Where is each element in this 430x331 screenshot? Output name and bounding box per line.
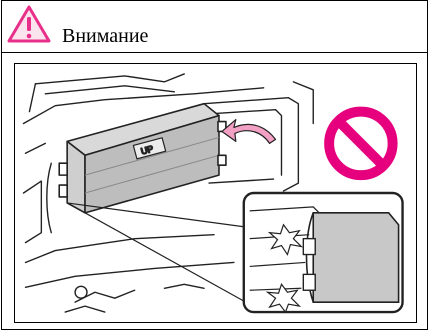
filter-installation-drawing: UP	[15, 64, 416, 322]
insert-direction-arrow	[222, 120, 276, 144]
cabin-filter: UP	[59, 104, 226, 213]
notice-header: Внимание	[2, 1, 427, 53]
notice-title: Внимание	[62, 25, 148, 47]
warning-triangle-icon	[7, 5, 51, 43]
detail-inset	[244, 193, 403, 312]
prohibited-icon	[329, 112, 393, 176]
filter-illustration: UP	[14, 63, 417, 323]
